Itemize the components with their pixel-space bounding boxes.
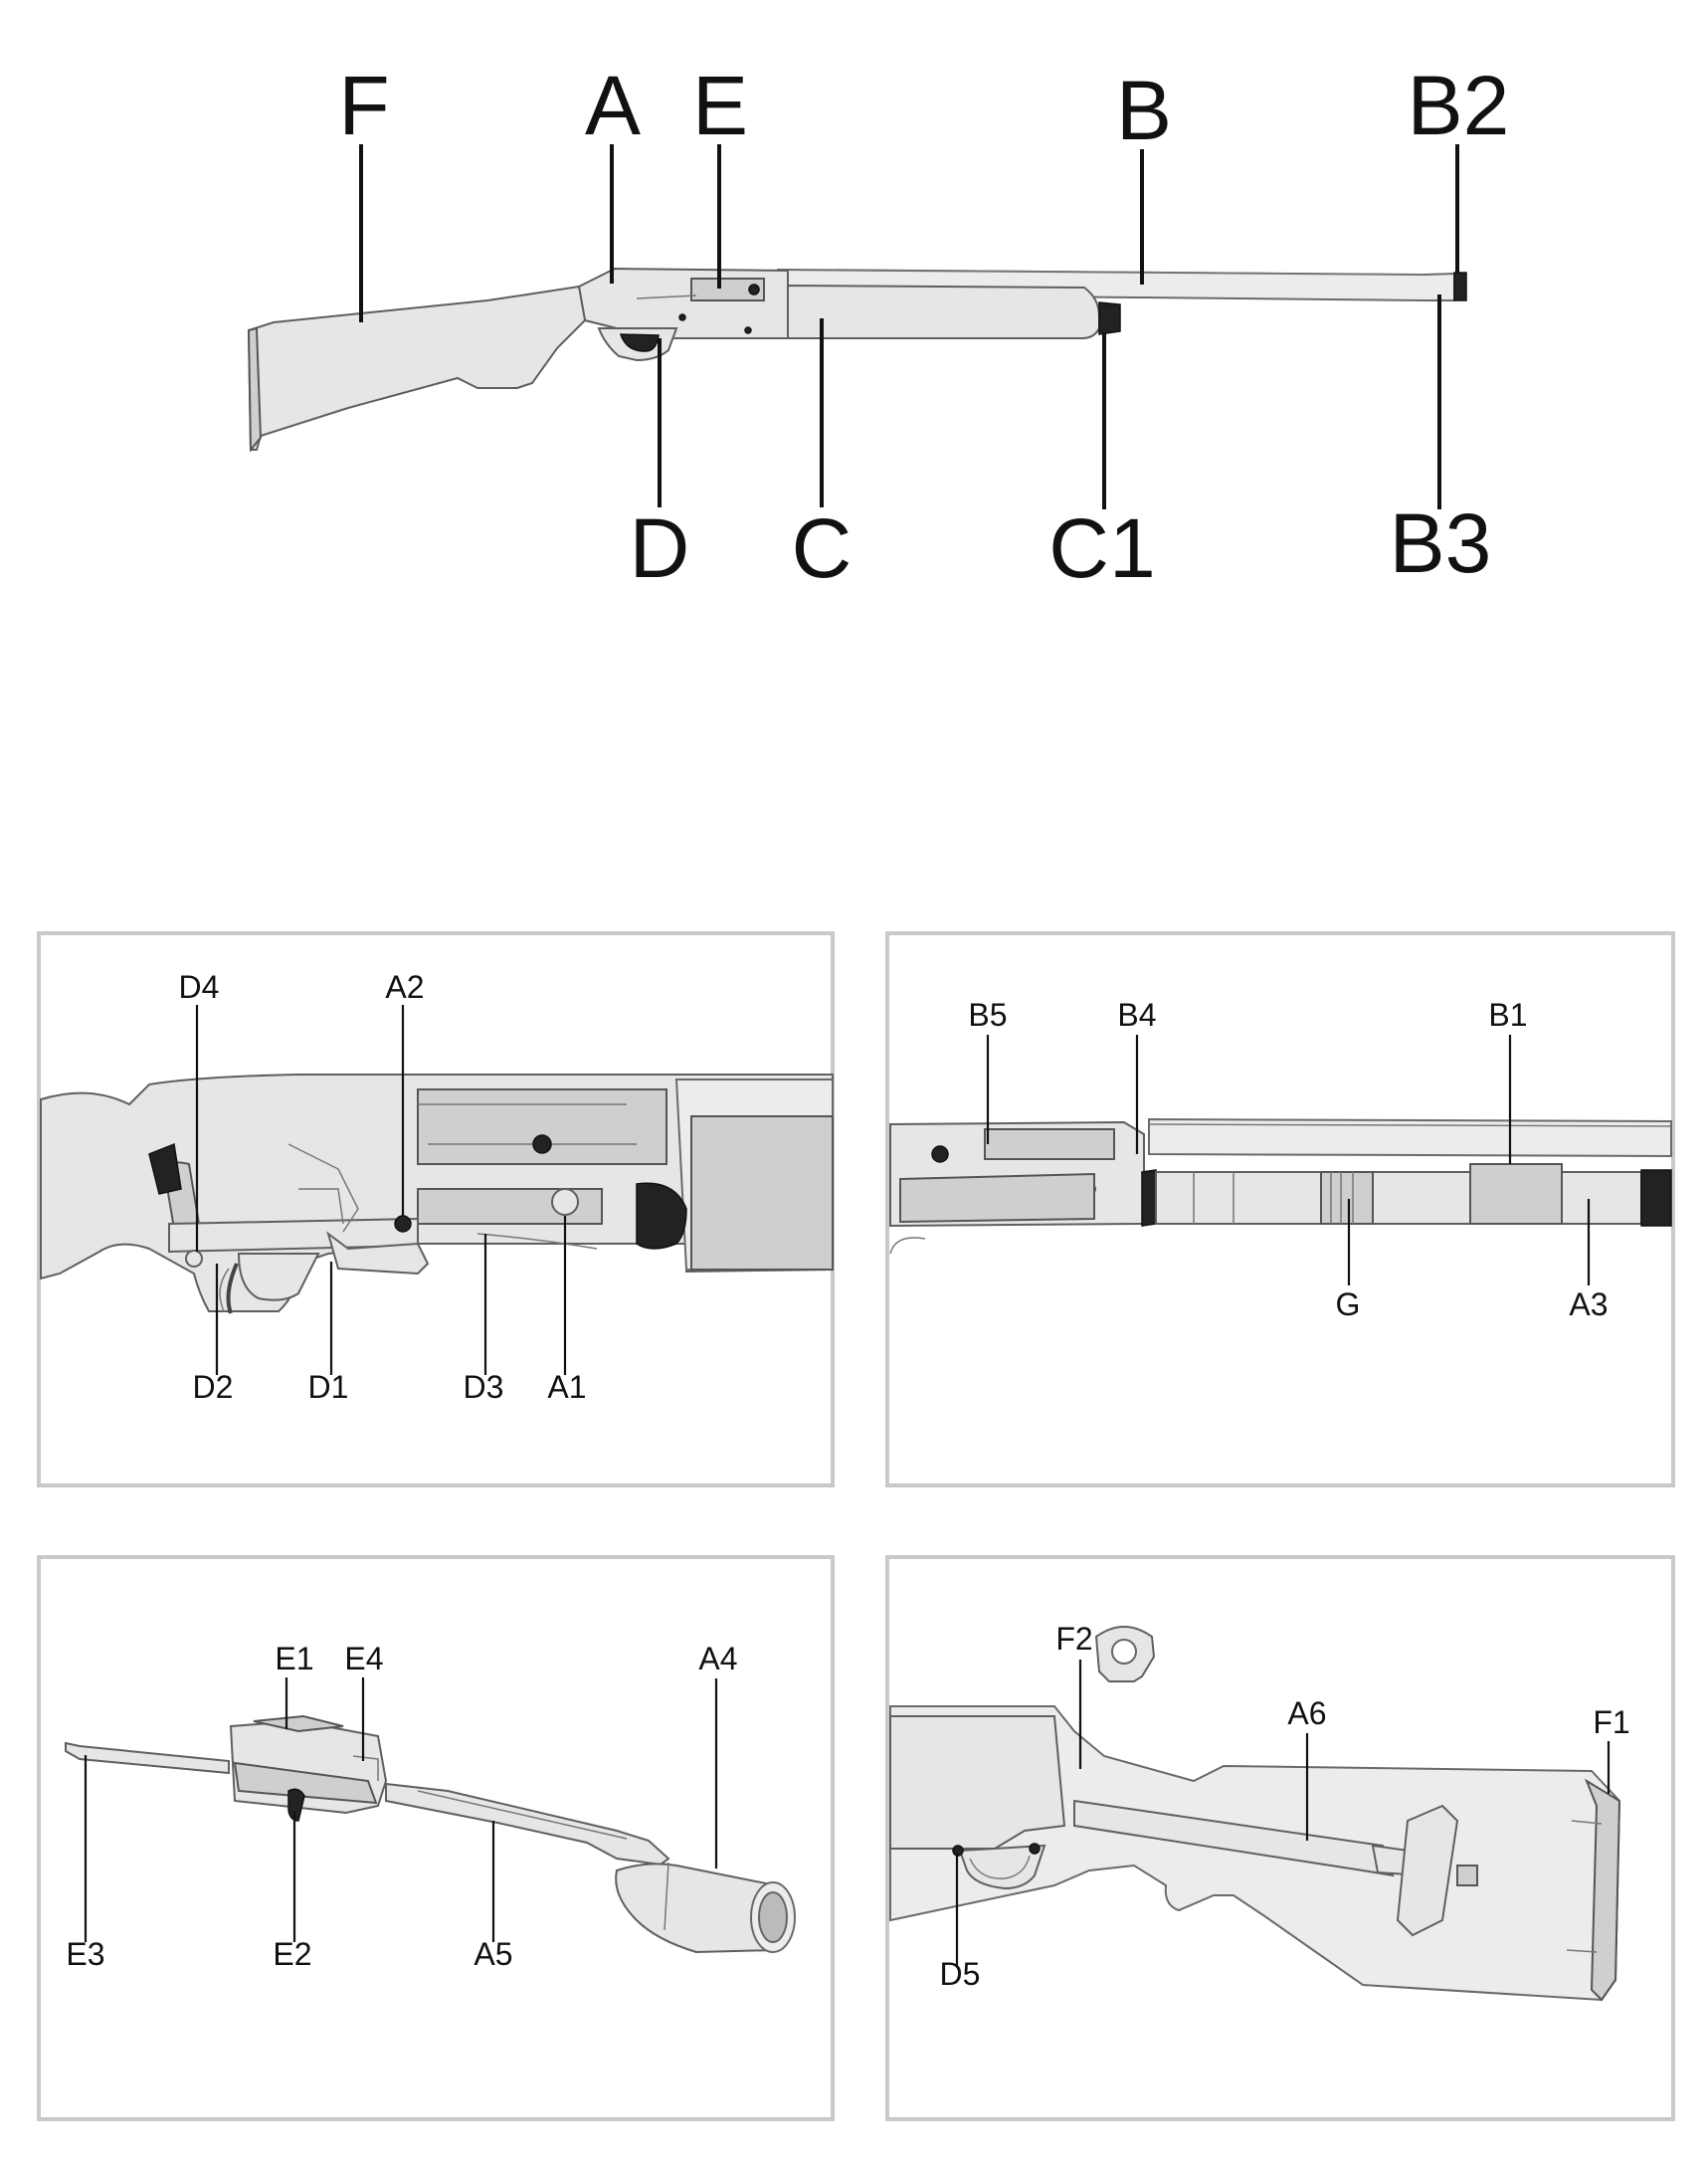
label-D4: D4	[179, 969, 220, 1005]
label-A3: A3	[1569, 1286, 1608, 1322]
panel-bolt: E1 E4 A4 E3 E2 A5	[37, 1555, 835, 2121]
label-A: A	[585, 59, 641, 152]
label-B4: B4	[1117, 997, 1156, 1033]
label-B5: B5	[968, 997, 1007, 1033]
action-illustration	[40, 1074, 834, 1314]
label-G: G	[1336, 1286, 1361, 1322]
buttstock	[247, 285, 587, 451]
label-B: B	[1116, 64, 1172, 157]
label-D1: D1	[308, 1369, 349, 1405]
label-E1: E1	[275, 1641, 313, 1676]
label-E4: E4	[344, 1641, 383, 1676]
label-D3: D3	[464, 1369, 504, 1405]
label-C: C	[792, 501, 853, 595]
label-E2: E2	[273, 1936, 311, 1972]
stock-illustration	[889, 1626, 1621, 2002]
panel-stock: F2 A6 F1 D5	[885, 1555, 1675, 2121]
label-F: F	[338, 59, 389, 152]
butt-pad	[247, 326, 263, 453]
label-D5: D5	[940, 1956, 981, 1992]
label-B3: B3	[1390, 496, 1492, 590]
label-B2: B2	[1408, 59, 1510, 152]
label-C1: C1	[1048, 501, 1155, 595]
label-F2: F2	[1055, 1621, 1092, 1657]
forend	[787, 284, 1100, 339]
bolt-illustration	[65, 1714, 796, 1954]
forend-cap	[1098, 301, 1121, 335]
label-E: E	[692, 59, 748, 152]
label-A1: A1	[547, 1369, 586, 1405]
label-A2: A2	[385, 969, 424, 1005]
label-F1: F1	[1593, 1704, 1629, 1740]
label-D: D	[630, 501, 690, 595]
ejection-port	[690, 278, 765, 301]
muzzle-cap	[1453, 272, 1467, 301]
panel-action: D4 A2 D2 D1 D3 A1	[37, 931, 835, 1487]
shotgun-overview: F A E B B2 D C C1 B3	[247, 59, 1510, 595]
label-E3: E3	[66, 1936, 104, 1972]
magazine-illustration	[889, 1117, 1672, 1255]
label-A6: A6	[1287, 1695, 1326, 1731]
label-B1: B1	[1488, 997, 1527, 1033]
label-A5: A5	[474, 1936, 512, 1972]
label-D2: D2	[193, 1369, 234, 1405]
panel-magazine: B5 B4 B1 G A3	[885, 931, 1675, 1487]
label-A4: A4	[698, 1641, 737, 1676]
